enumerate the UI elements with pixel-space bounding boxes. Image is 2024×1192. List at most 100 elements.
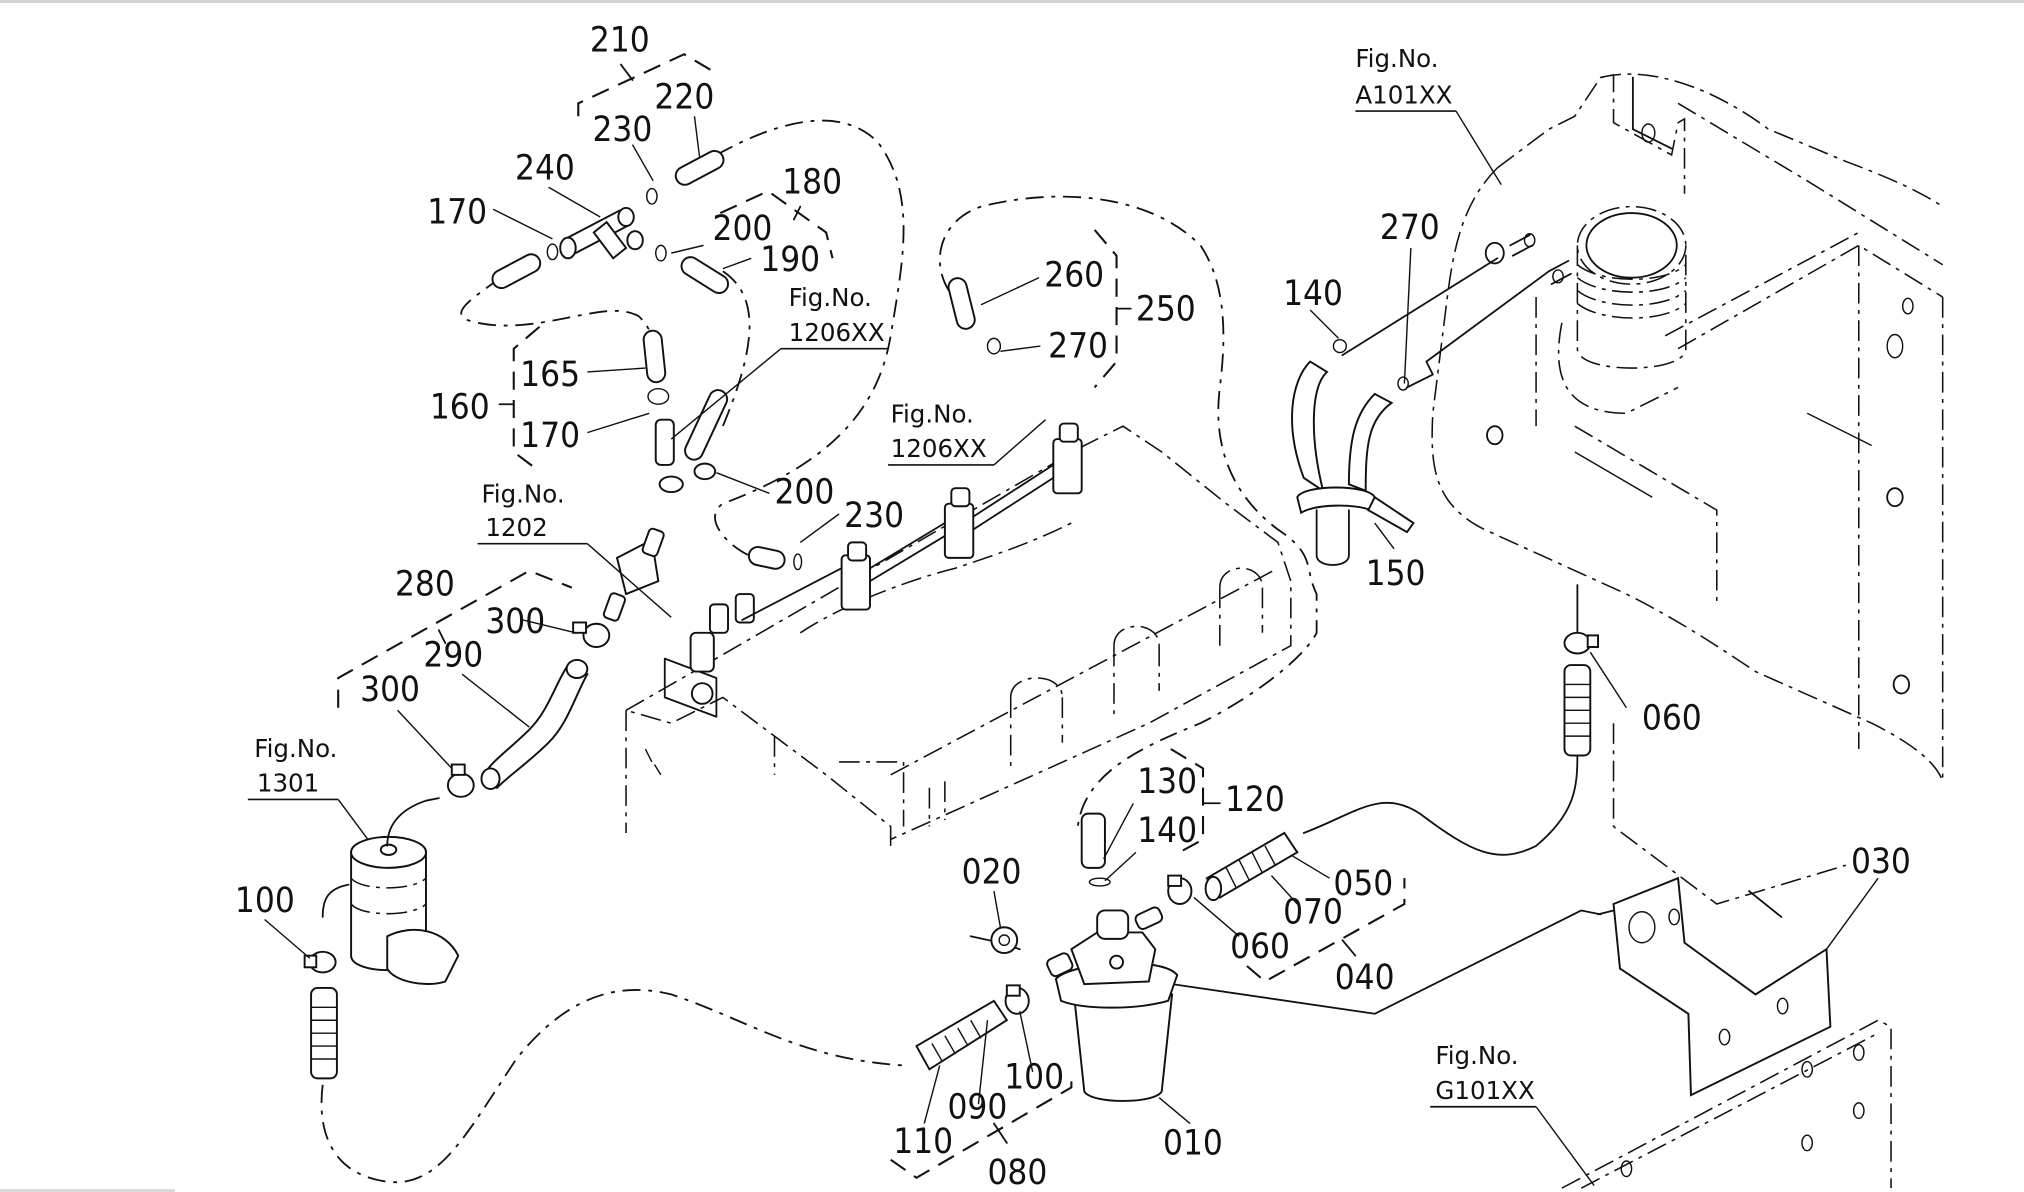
part-label-070[interactable]: 070: [1283, 892, 1343, 932]
fig-ref-g101xx[interactable]: Fig.No. G101XX: [1430, 1041, 1595, 1186]
fig-ref-label: Fig.No.: [1355, 44, 1438, 73]
part-label-140[interactable]: 140: [1137, 811, 1197, 851]
hose-290: [482, 663, 589, 790]
fig-ref-1206xx-top[interactable]: Fig.No. 1206XX: [670, 283, 889, 440]
part-label-170[interactable]: 170: [427, 192, 487, 232]
part-label-280[interactable]: 280: [395, 564, 455, 604]
hose-a: [491, 253, 542, 290]
part-label-300[interactable]: 300: [485, 602, 545, 642]
fig-ref-number[interactable]: 1206XX: [789, 318, 885, 347]
part-label-240[interactable]: 240: [515, 149, 575, 189]
fig-ref-number[interactable]: 1301: [257, 769, 319, 798]
part-label-060[interactable]: 060: [1642, 699, 1702, 739]
part-label-140[interactable]: 140: [1283, 274, 1343, 314]
leader-lines: [264, 116, 1879, 1125]
fuel-fitting-1202: [602, 527, 665, 622]
part-label-060[interactable]: 060: [1230, 927, 1290, 967]
part-label-200[interactable]: 200: [713, 209, 773, 249]
hose-260: [947, 277, 976, 330]
part-label-050[interactable]: 050: [1333, 864, 1393, 904]
part-label-270[interactable]: 270: [1048, 327, 1108, 367]
part-label-180[interactable]: 180: [782, 163, 842, 203]
part-label-090[interactable]: 090: [947, 1087, 1007, 1127]
part-label-130[interactable]: 130: [1137, 762, 1197, 802]
washer: [658, 475, 684, 494]
part-label-165[interactable]: 165: [520, 355, 580, 395]
part-label-190[interactable]: 190: [760, 240, 820, 280]
hose-c: [747, 546, 786, 570]
hose-b: [684, 389, 729, 461]
clamp-100b: [1004, 984, 1030, 1015]
clip-230b: [793, 553, 803, 571]
part-label-230[interactable]: 230: [592, 110, 652, 150]
part-label-260[interactable]: 260: [1044, 256, 1104, 296]
part-label-160[interactable]: 160: [430, 387, 490, 427]
fuel-pump-1301: [321, 797, 460, 985]
clip-200: [655, 244, 667, 262]
fig-ref-1202[interactable]: Fig.No. 1202: [477, 479, 672, 618]
part-label-010[interactable]: 010: [1163, 1124, 1223, 1164]
part-label-080[interactable]: 080: [987, 1153, 1047, 1192]
part-labels: 210 220 230 240 170 180 200 190 260 270 …: [235, 21, 1911, 1192]
fig-ref-1301[interactable]: Fig.No. 1301: [247, 734, 369, 840]
fig-ref-number[interactable]: 1202: [485, 513, 547, 542]
hose-060-right: [1563, 664, 1592, 757]
part-label-200[interactable]: 200: [774, 473, 834, 513]
top-border: [0, 0, 2024, 3]
hose-130: [1080, 812, 1106, 869]
hose-070: [1204, 831, 1299, 902]
fig-ref-number[interactable]: 1206XX: [891, 434, 987, 463]
part-label-210[interactable]: 210: [590, 21, 650, 61]
hose-190: [680, 256, 730, 294]
return-fuel-hoses: [1291, 360, 1415, 566]
part-label-020[interactable]: 020: [962, 852, 1022, 892]
part-label-270[interactable]: 270: [1380, 208, 1440, 248]
banjo-bolt: [654, 418, 675, 466]
fig-ref-label: Fig.No.: [789, 283, 872, 312]
part-label-030[interactable]: 030: [1851, 842, 1911, 882]
hose-165: [642, 329, 667, 384]
hose-290-end-b: [480, 767, 501, 791]
hose-220: [674, 149, 725, 186]
fig-ref-number[interactable]: G101XX: [1435, 1076, 1535, 1105]
hose-110-left: [310, 986, 338, 1080]
fuel-hoses: [320, 119, 1602, 1184]
part-label-300[interactable]: 300: [360, 670, 420, 710]
fig-ref-label: Fig.No.: [891, 399, 974, 428]
fig-ref-a101xx[interactable]: Fig.No. A101XX: [1355, 44, 1502, 186]
part-label-290[interactable]: 290: [423, 635, 483, 675]
injector-2: [943, 487, 975, 559]
part-label-250[interactable]: 250: [1136, 289, 1196, 329]
clip-200b: [693, 462, 717, 481]
part-label-100[interactable]: 100: [235, 881, 295, 921]
part-label-040[interactable]: 040: [1335, 958, 1395, 998]
part-label-230[interactable]: 230: [844, 496, 904, 536]
part-label-170[interactable]: 170: [520, 416, 580, 456]
clip-170: [546, 243, 559, 261]
fig-ref-label: Fig.No.: [254, 734, 337, 763]
clamp-060b: [1167, 874, 1193, 905]
fuel-filter-010: [1046, 906, 1179, 1102]
injector-1: [840, 541, 871, 611]
engine-block: [625, 422, 1292, 846]
injector-3: [1052, 422, 1083, 495]
hose-090: [915, 999, 1009, 1071]
part-label-110[interactable]: 110: [893, 1122, 953, 1162]
part-label-150[interactable]: 150: [1366, 554, 1426, 594]
nut-020-hole: [998, 934, 1011, 947]
clip-230: [645, 187, 658, 205]
clamp-100a: [303, 950, 337, 974]
part-label-120[interactable]: 120: [1225, 780, 1285, 820]
chassis-plate-g101xx: [1561, 1019, 1892, 1189]
fig-ref-1206xx-mid[interactable]: Fig.No. 1206XX: [888, 399, 1047, 466]
fig-ref-label: Fig.No.: [1435, 1041, 1518, 1070]
fig-ref-number[interactable]: A101XX: [1355, 80, 1452, 109]
part-label-220[interactable]: 220: [654, 77, 714, 117]
clip-140: [1332, 338, 1348, 354]
clip-170b: [647, 388, 670, 405]
part-label-100[interactable]: 100: [1004, 1058, 1064, 1098]
nut-020: [990, 926, 1019, 955]
clamp-300b: [446, 763, 475, 798]
clip-140b: [1088, 877, 1111, 887]
